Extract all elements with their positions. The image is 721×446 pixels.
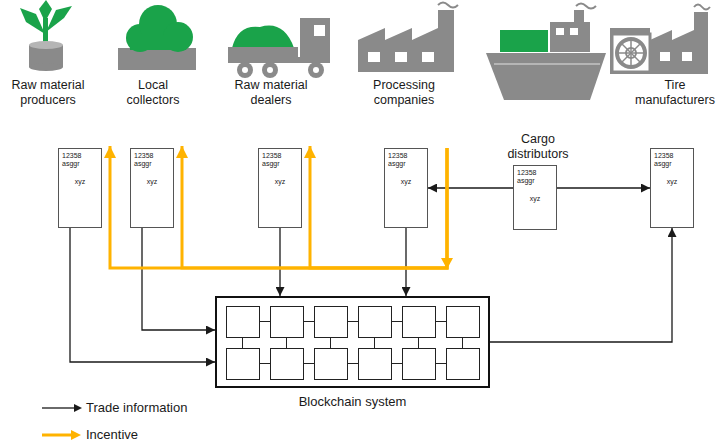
trade-arrow	[405, 228, 406, 296]
record-card: Tire manufacturers12358 asggrxyz	[650, 148, 694, 228]
record-card: Local collectors12358 asggrxyz	[130, 148, 174, 228]
trade-arrow	[490, 228, 672, 342]
block-link	[348, 363, 358, 364]
record-card: Raw material producers12358 asggrxyz	[58, 148, 102, 228]
block-link	[392, 321, 402, 322]
block-cell	[446, 306, 480, 338]
trade-arrow	[557, 187, 650, 188]
record-card: Raw material dealers12358 asggrxyz	[258, 148, 302, 228]
block-cell	[270, 306, 304, 338]
actor-label: Processing companies	[352, 78, 456, 108]
block-cell	[402, 348, 436, 380]
block-cell	[314, 306, 348, 338]
block-cell	[402, 306, 436, 338]
record-field: xyz	[388, 178, 424, 186]
record-id: 12358 asggr	[262, 152, 288, 168]
block-link	[304, 363, 314, 364]
blockchain-box: Blockchain system	[215, 296, 490, 388]
block-cell	[270, 348, 304, 380]
actor-label: Raw material dealers	[225, 78, 317, 108]
record-id: 12358 asggr	[654, 152, 680, 168]
block-link	[260, 321, 270, 322]
record-field: xyz	[134, 178, 170, 186]
block-link	[436, 321, 446, 322]
block-link	[436, 363, 446, 364]
actor-label: Tire manufacturers	[633, 78, 717, 108]
trade-arrow	[70, 228, 215, 362]
record-id: 12358 asggr	[134, 152, 160, 168]
actor-label: Local collectors	[118, 78, 188, 108]
record-id: 12358 asggr	[62, 152, 88, 168]
record-field: xyz	[517, 195, 553, 203]
record-field: xyz	[62, 178, 98, 186]
incentive-arrow	[310, 146, 447, 268]
block-link	[392, 363, 402, 364]
block-cell	[314, 348, 348, 380]
block-link	[286, 338, 287, 348]
legend-text: Incentive	[86, 427, 138, 443]
block-link	[330, 338, 331, 348]
legend-text: Trade information	[86, 400, 187, 416]
block-cell	[226, 348, 260, 380]
incentive-arrow	[110, 146, 447, 268]
block-cell	[358, 348, 392, 380]
truck-icon	[228, 18, 330, 78]
actor-label: Raw material producers	[2, 78, 94, 108]
block-cell	[226, 306, 260, 338]
block-link	[348, 321, 358, 322]
block-link	[242, 338, 243, 348]
legend-samples	[42, 404, 82, 440]
factory-icon	[358, 3, 458, 73]
block-cell	[446, 348, 480, 380]
incentive-arrow	[182, 146, 447, 268]
record-card: Cargo distributors12358 asggrxyz	[513, 165, 557, 230]
trade-arrow	[279, 228, 280, 296]
tire-factory-icon	[610, 5, 710, 75]
block-link	[462, 338, 463, 348]
record-id: 12358 asggr	[388, 152, 414, 168]
block-cell	[358, 306, 392, 338]
ship-icon	[486, 4, 606, 101]
trade-arrow	[142, 228, 215, 330]
block-link	[260, 363, 270, 364]
record-field: xyz	[654, 178, 690, 186]
system-label: Blockchain system	[217, 394, 488, 410]
record-card: Processing companies12358 asggrxyz	[384, 148, 428, 228]
actor-label: Cargo distributors	[498, 132, 578, 162]
block-link	[304, 321, 314, 322]
trade-arrow	[428, 187, 513, 188]
record-field: xyz	[262, 178, 298, 186]
block-link	[418, 338, 419, 348]
bush-icon	[118, 5, 196, 70]
plant-icon	[20, 0, 72, 71]
record-id: 12358 asggr	[517, 169, 543, 185]
block-link	[374, 338, 375, 348]
